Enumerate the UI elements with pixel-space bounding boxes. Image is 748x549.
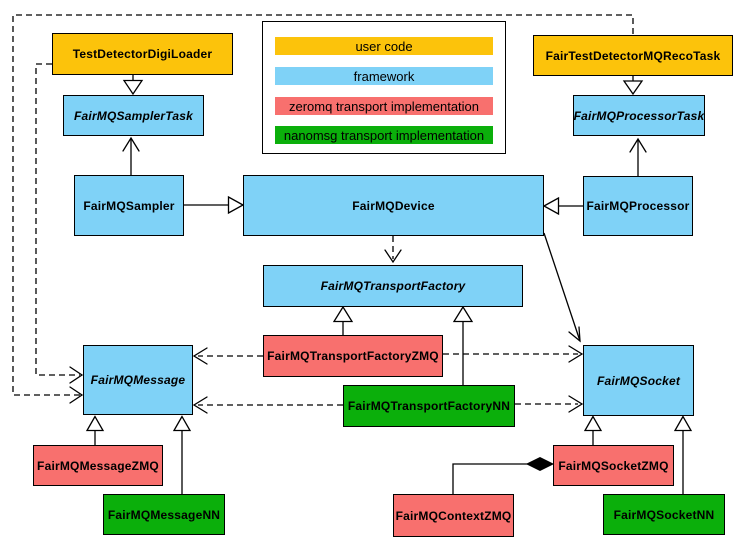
node-fairmq-processor: FairMQProcessor: [583, 176, 693, 236]
inheritance-arrow-messagenn-to-message: [172, 415, 192, 494]
inheritance-arrow-digiloader-to-samplertask: [122, 75, 144, 96]
node-fairmq-context-zmq: FairMQContextZMQ: [393, 494, 514, 537]
dependency-arrow-factorynn-to-message: [192, 396, 343, 414]
dependency-arrow-factoryzmq-to-message: [192, 347, 263, 365]
association-arrow-device-to-socket: [543, 232, 581, 343]
association-arrow-processor-to-processortask: [629, 137, 647, 176]
dependency-arrow-factorynn-to-socket: [515, 395, 584, 413]
inheritance-arrow-processor-to-device: [542, 196, 583, 216]
legend-item-zeromq: zeromq transport implementation: [275, 97, 493, 115]
composition-link-socketzmq-contextzmq: [452, 456, 555, 494]
node-fairmq-message-zmq: FairMQMessageZMQ: [33, 445, 163, 486]
node-test-detector-digi-loader: TestDetectorDigiLoader: [52, 33, 233, 75]
inheritance-arrow-factorynn-to-transportfactory: [452, 305, 474, 385]
node-fair-test-detector-mq-reco-task: FairTestDetectorMQRecoTask: [533, 35, 733, 76]
node-fairmq-socket-nn: FairMQSocketNN: [603, 494, 725, 535]
dependency-arrow-device-to-transportfactory: [384, 236, 402, 264]
legend-item-nanomsg: nanomsg transport implementation: [275, 126, 493, 144]
legend: user code framework zeromq transport imp…: [262, 21, 506, 154]
legend-item-user-code: user code: [275, 37, 493, 55]
inheritance-arrow-sampler-to-device: [184, 195, 245, 215]
node-fairmq-device: FairMQDevice: [243, 175, 544, 236]
inheritance-arrow-socketzmq-to-socket: [583, 415, 603, 445]
inheritance-arrow-messagezmq-to-message: [85, 415, 105, 445]
association-arrow-sampler-to-samplertask: [122, 136, 140, 175]
node-fairmq-processor-task: FairMQProcessorTask: [573, 95, 705, 136]
node-fairmq-message: FairMQMessage: [83, 345, 193, 415]
dependency-arrow-digiloader-to-message: [35, 63, 84, 384]
node-fairmq-socket-zmq: FairMQSocketZMQ: [553, 445, 674, 486]
node-fairmq-socket: FairMQSocket: [583, 345, 694, 416]
node-fairmq-transport-factory: FairMQTransportFactory: [263, 265, 523, 307]
inheritance-arrow-socketnn-to-socket: [673, 415, 693, 494]
node-fairmq-sampler: FairMQSampler: [74, 175, 184, 236]
legend-item-framework: framework: [275, 67, 493, 85]
inheritance-arrow-factoryzmq-to-transportfactory: [332, 305, 354, 335]
node-fairmq-sampler-task: FairMQSamplerTask: [63, 95, 204, 136]
dependency-arrow-factoryzmq-to-socket: [443, 345, 584, 363]
node-fairmq-transport-factory-zmq: FairMQTransportFactoryZMQ: [263, 335, 443, 377]
inheritance-arrow-recotask-to-processortask: [622, 76, 644, 96]
node-fairmq-message-nn: FairMQMessageNN: [103, 494, 225, 535]
dependency-arrow-recotask-to-message: [12, 14, 634, 404]
node-fairmq-transport-factory-nn: FairMQTransportFactoryNN: [343, 385, 515, 427]
